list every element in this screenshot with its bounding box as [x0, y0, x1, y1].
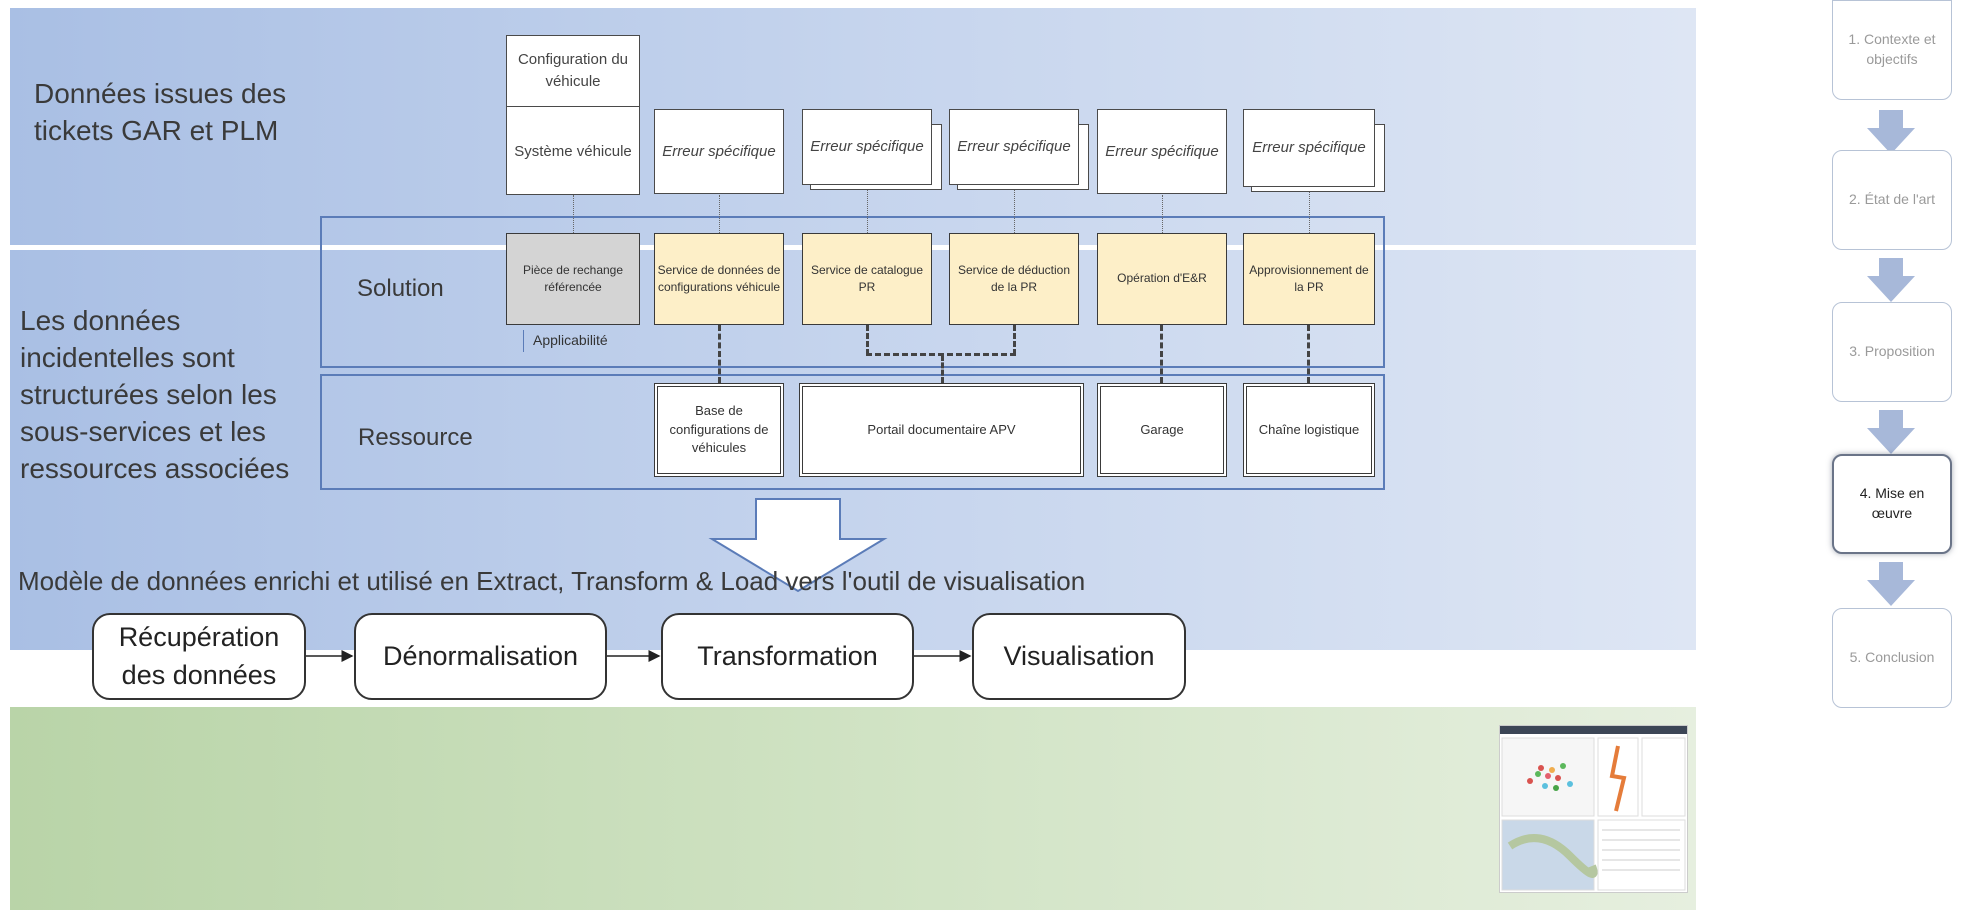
- dotted-connector: [1162, 195, 1163, 233]
- resource-box: Portail documentaire APV: [799, 383, 1084, 477]
- dashboard-thumbnail: [1499, 725, 1688, 893]
- vehicle-config-box: [506, 35, 640, 195]
- solution-box: Opération d'E&R: [1097, 233, 1227, 325]
- nav-down-arrow-icon: [1867, 562, 1915, 606]
- dotted-connector: [867, 190, 868, 233]
- nav-step-state-of-art[interactable]: 2. État de l'art: [1832, 150, 1952, 250]
- resource-box: Chaîne logistique: [1243, 383, 1375, 477]
- vehicle-config-header: Configuration du véhicule: [506, 35, 640, 107]
- down-arrow-icon: [708, 498, 888, 593]
- resource-box: Base de configurations de véhicules: [654, 383, 784, 477]
- resource-label: Ressource: [358, 424, 473, 451]
- etl-step-visualisation: Visualisation: [972, 613, 1186, 700]
- dashed-connector: [866, 353, 1016, 356]
- etl-band: [10, 707, 1696, 910]
- solution-frame: [320, 216, 1385, 368]
- error-box: Erreur spécifique: [654, 109, 784, 194]
- nav-down-arrow-icon: [1867, 410, 1915, 454]
- dotted-connector: [719, 195, 720, 233]
- dashed-connector: [866, 325, 869, 355]
- nav-step-context[interactable]: 1. Contexte et objectifs: [1832, 0, 1952, 100]
- nav-step-proposition[interactable]: 3. Proposition: [1832, 302, 1952, 402]
- dashed-connector: [1307, 325, 1310, 383]
- dashboard-thumbnail-image: [1500, 726, 1687, 891]
- vehicle-system: Système véhicule: [514, 143, 632, 161]
- etl-step-denormalisation: Dénormalisation: [354, 613, 607, 700]
- dashed-connector: [1013, 325, 1016, 355]
- nav-step-implementation[interactable]: 4. Mise en œuvre: [1832, 454, 1952, 554]
- etl-step-transformation: Transformation: [661, 613, 914, 700]
- nav-step-conclusion[interactable]: 5. Conclusion: [1832, 608, 1952, 708]
- solution-box: Service de catalogue PR: [802, 233, 932, 325]
- applicability-marker: [523, 330, 524, 352]
- solution-box: Approvisionnement de la PR: [1243, 233, 1375, 325]
- error-box: Erreur spécifique: [802, 109, 932, 185]
- dashed-connector: [941, 355, 944, 383]
- solution-box: Service de déduction de la PR: [949, 233, 1079, 325]
- error-box: Erreur spécifique: [949, 109, 1079, 185]
- nav-down-arrow-icon: [1867, 258, 1915, 302]
- nav-down-arrow-icon: [1867, 110, 1915, 154]
- etl-step-recuperation: Récupération des données: [92, 613, 306, 700]
- solution-box: Service de données de configurations véh…: [654, 233, 784, 325]
- dotted-connector: [1309, 192, 1310, 233]
- top-band-title: Données issues des tickets GAR et PLM: [34, 78, 287, 146]
- error-box: Erreur spécifique: [1243, 109, 1375, 187]
- dashed-connector: [718, 325, 721, 383]
- error-box: Erreur spécifique: [1097, 109, 1227, 194]
- solution-box-spare-part: Pièce de rechange référencée: [506, 233, 640, 325]
- applicability-label: Applicabilité: [533, 332, 608, 348]
- middle-band-title: Les données incidentelles sont structuré…: [20, 305, 290, 484]
- solution-label: Solution: [357, 275, 444, 302]
- dotted-connector: [573, 195, 574, 233]
- dashed-connector: [1160, 325, 1163, 383]
- resource-box: Garage: [1097, 383, 1227, 477]
- etl-title: Modèle de données enrichi et utilisé en …: [18, 566, 1086, 596]
- resource-frame: [320, 374, 1385, 490]
- dotted-connector: [1014, 190, 1015, 233]
